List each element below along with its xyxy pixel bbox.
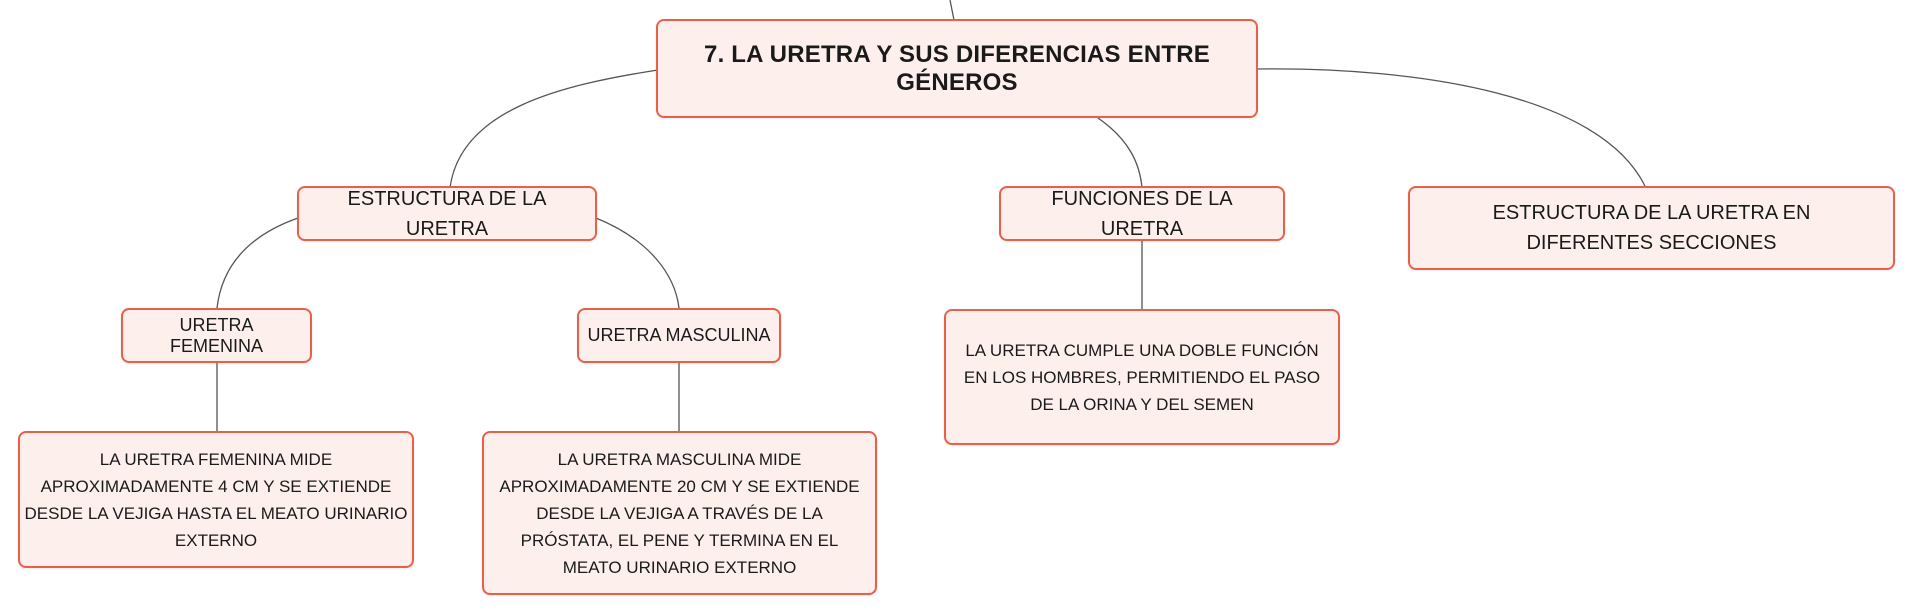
- topic-uretra-femenina[interactable]: URETRA FEMENINA: [121, 308, 312, 363]
- connector-root-estructura: [449, 69, 659, 189]
- connector-root-secciones: [1256, 68, 1646, 187]
- topic-funciones-de-la-uretra[interactable]: FUNCIONES DE LA URETRA: [999, 186, 1285, 241]
- connector-parent-root: [949, 0, 955, 21]
- topic-estructura-de-la-uretra[interactable]: ESTRUCTURA DE LA URETRA: [297, 186, 597, 241]
- root-topic-title: 7. LA URETRA Y SUS DIFERENCIAS ENTRE GÉN…: [704, 40, 1210, 96]
- topic-secciones-label: ESTRUCTURA DE LA URETRA EN DIFERENTES SE…: [1492, 202, 1811, 254]
- root-topic-node[interactable]: 7. LA URETRA Y SUS DIFERENCIAS ENTRE GÉN…: [656, 19, 1258, 118]
- topic-estructura-secciones[interactable]: ESTRUCTURA DE LA URETRA EN DIFERENTES SE…: [1408, 186, 1895, 270]
- connector-estructura-masculina: [595, 217, 680, 309]
- detail-uretra-femenina[interactable]: LA URETRA FEMENINA MIDE APROXIMADAMENTE …: [18, 431, 414, 568]
- detail-uretra-masculina[interactable]: LA URETRA MASCULINA MIDE APROXIMADAMENTE…: [482, 431, 877, 595]
- connector-estructura-femenina: [216, 217, 299, 309]
- topic-masculina-label: URETRA MASCULINA: [587, 325, 771, 345]
- connector-root-funciones: [1097, 117, 1143, 189]
- detail-masculina-text: LA URETRA MASCULINA MIDE APROXIMADAMENTE…: [499, 449, 860, 577]
- topic-uretra-masculina[interactable]: URETRA MASCULINA: [577, 308, 781, 363]
- detail-funciones[interactable]: LA URETRA CUMPLE UNA DOBLE FUNCIÓN EN LO…: [944, 309, 1340, 445]
- topic-femenina-label: URETRA FEMENINA: [169, 314, 263, 356]
- detail-funciones-text: LA URETRA CUMPLE UNA DOBLE FUNCIÓN EN LO…: [963, 340, 1321, 414]
- topic-estructura-label: ESTRUCTURA DE LA URETRA: [347, 187, 547, 240]
- detail-femenina-text: LA URETRA FEMENINA MIDE APROXIMADAMENTE …: [24, 449, 408, 550]
- topic-funciones-label: FUNCIONES DE LA URETRA: [1051, 187, 1233, 240]
